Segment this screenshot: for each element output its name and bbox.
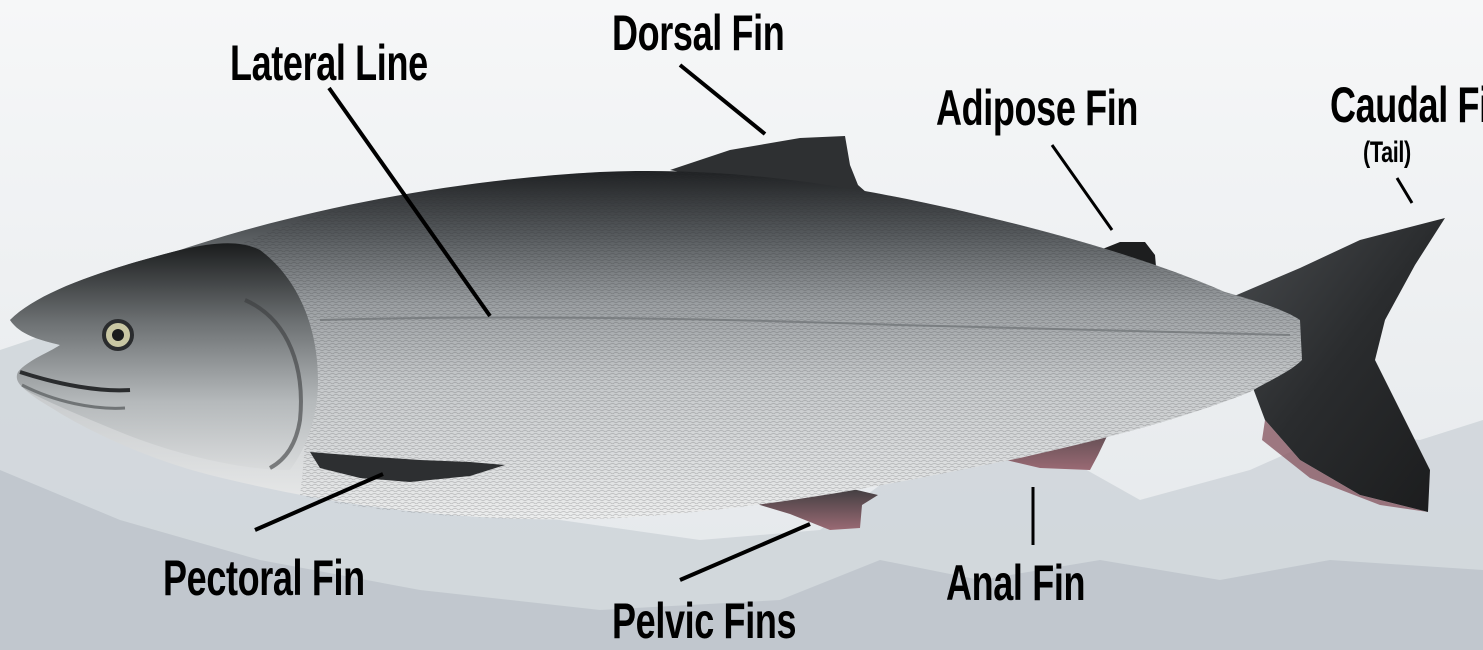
- label-caudal-fin-note: (Tail): [1363, 138, 1411, 168]
- label-anal-fin: Anal Fin: [946, 558, 1085, 608]
- label-caudal-fin: Caudal Fin: [1330, 80, 1483, 130]
- eye-pupil: [112, 329, 124, 341]
- label-dorsal-fin: Dorsal Fin: [612, 8, 784, 58]
- label-pectoral-fin: Pectoral Fin: [163, 553, 365, 603]
- label-lateral-line: Lateral Line: [230, 38, 428, 88]
- label-pelvic-fins: Pelvic Fins: [612, 596, 796, 646]
- label-adipose-fin: Adipose Fin: [936, 83, 1138, 133]
